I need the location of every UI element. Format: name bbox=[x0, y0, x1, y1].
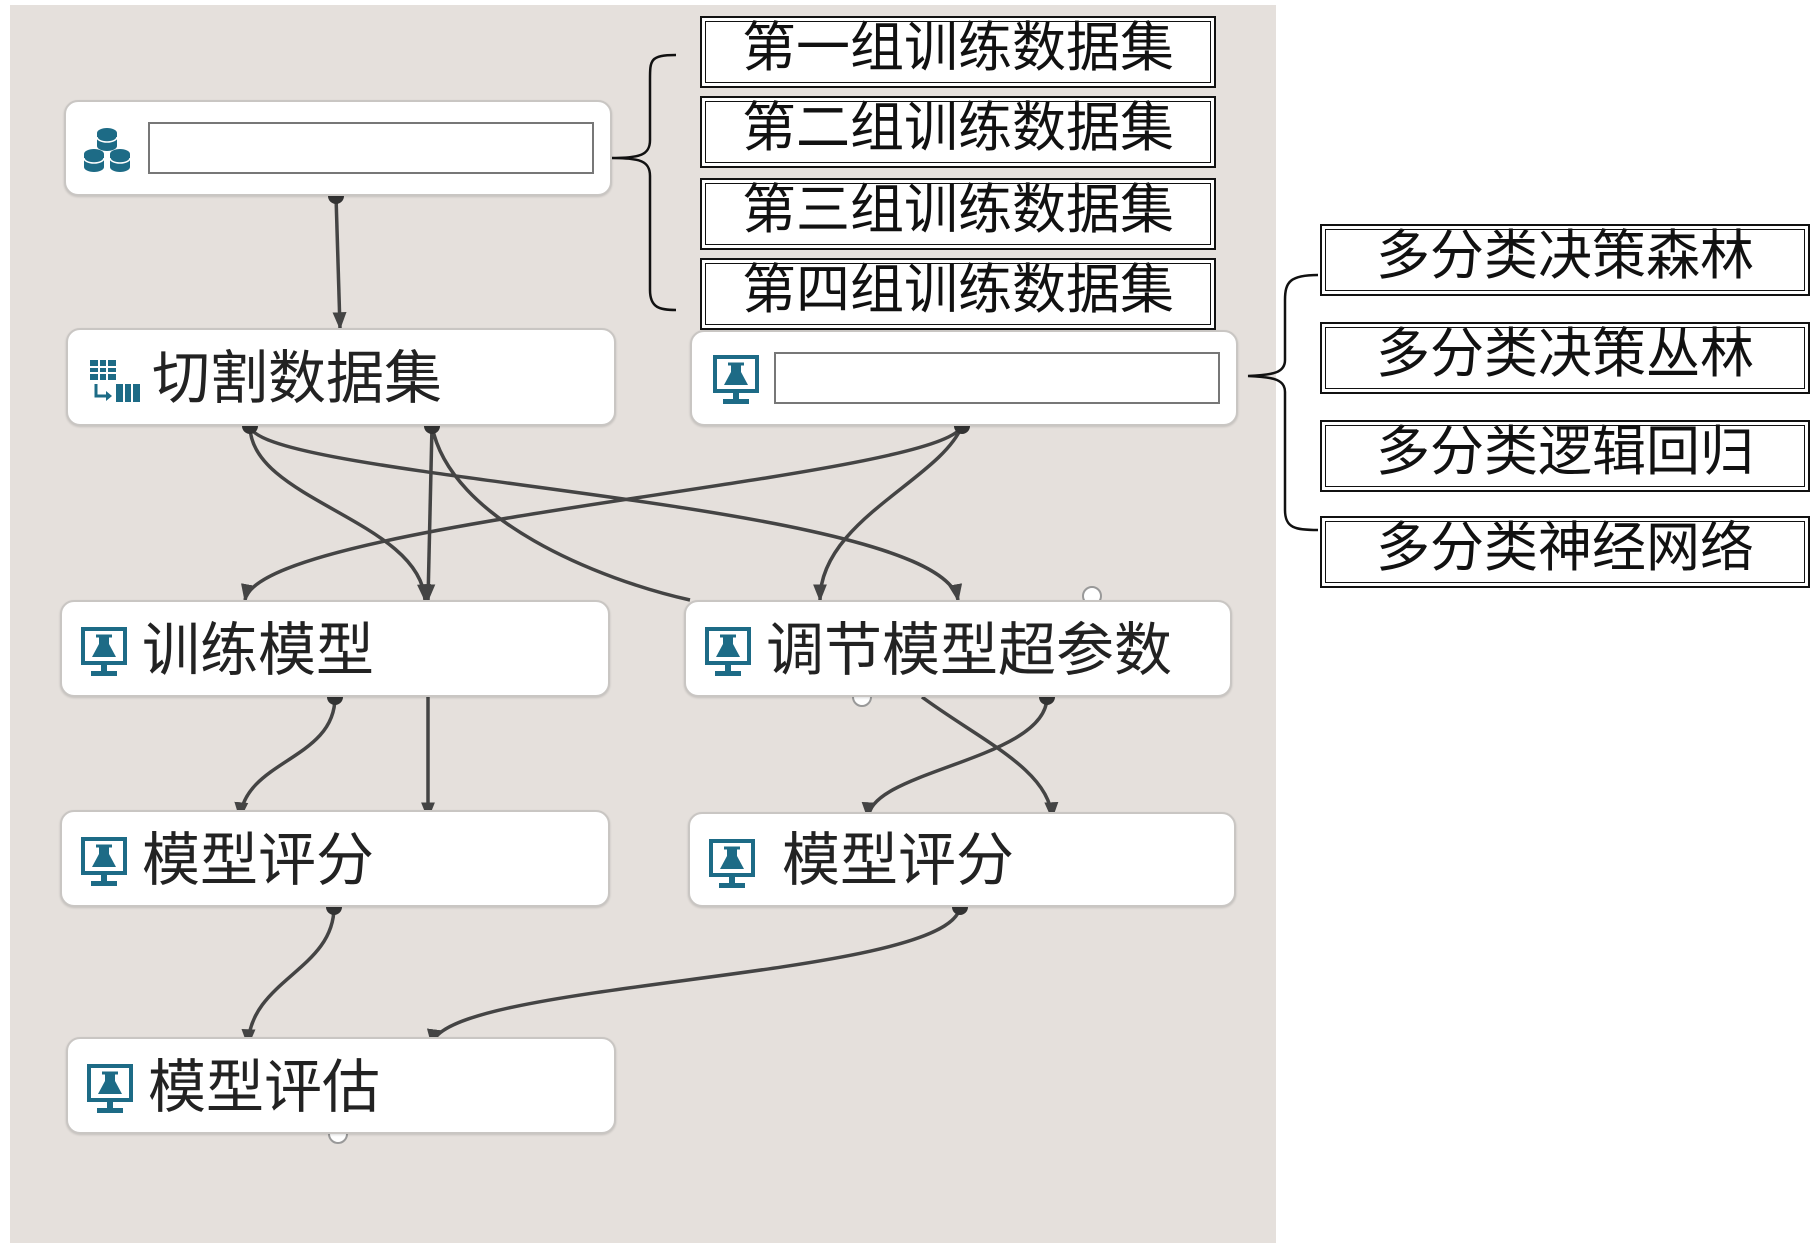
module-flask-icon bbox=[81, 627, 127, 676]
brace-datasets bbox=[611, 53, 677, 312]
split-data-label: 切割数据集 bbox=[152, 344, 443, 412]
brace-algorithms bbox=[1247, 273, 1319, 532]
module-flask-icon bbox=[87, 1064, 133, 1113]
tune-hyperparameters-label: 调节模型超参数 bbox=[766, 616, 1173, 684]
dataset-option-2: 第二组训练数据集 bbox=[700, 96, 1216, 168]
database-icon bbox=[83, 128, 131, 172]
algorithm-option-4: 多分类神经网络 bbox=[1320, 516, 1810, 588]
wire-tune-to-score-b bbox=[920, 695, 1059, 820]
wire-score-to-evaluate-b bbox=[427, 906, 962, 1047]
train-model-label: 训练模型 bbox=[142, 616, 375, 684]
wire-split-to-train-b bbox=[421, 425, 436, 602]
algorithm-option-2: 多分类决策丛林 bbox=[1320, 322, 1810, 394]
split-data-node[interactable]: 切割数据集 bbox=[66, 328, 616, 426]
dataset-node[interactable] bbox=[64, 100, 612, 196]
dataset-select-field[interactable] bbox=[148, 122, 594, 174]
module-flask-icon bbox=[81, 837, 127, 886]
dataset-option-4: 第四组训练数据集 bbox=[700, 258, 1216, 330]
module-flask-icon bbox=[709, 839, 755, 888]
wire-split-to-tune-b bbox=[430, 425, 691, 602]
score-model-label-left: 模型评分 bbox=[142, 826, 375, 894]
score-model-label-right: 模型评分 bbox=[782, 826, 1015, 894]
wire-train-to-score-a bbox=[234, 696, 337, 820]
evaluate-model-label: 模型评估 bbox=[148, 1053, 381, 1121]
algorithm-option-3: 多分类逻辑回归 bbox=[1320, 420, 1810, 492]
algorithm-node[interactable] bbox=[690, 330, 1238, 426]
wire-algorithm-to-train bbox=[241, 425, 964, 602]
module-flask-icon bbox=[705, 627, 751, 676]
split-data-icon bbox=[90, 360, 140, 402]
module-flask-icon bbox=[713, 355, 759, 404]
evaluate-model-node[interactable]: 模型评估 bbox=[66, 1037, 616, 1134]
dataset-option-3: 第三组训练数据集 bbox=[700, 178, 1216, 250]
wire-split-to-train-a bbox=[248, 425, 431, 602]
algorithm-select-field[interactable] bbox=[774, 352, 1220, 404]
score-model-node-right[interactable]: 模型评分 bbox=[688, 812, 1236, 907]
wire-algorithm-to-tune bbox=[813, 425, 964, 602]
score-model-node-left[interactable]: 模型评分 bbox=[60, 810, 610, 907]
wire-tune-to-score-a bbox=[861, 696, 1049, 820]
dataset-option-1: 第一组训练数据集 bbox=[700, 16, 1216, 88]
wire-split-to-tune-a bbox=[248, 425, 962, 602]
wire-score-to-evaluate-a bbox=[241, 906, 336, 1047]
train-model-node[interactable]: 训练模型 bbox=[60, 600, 610, 697]
tune-hyperparameters-node[interactable]: 调节模型超参数 bbox=[684, 600, 1232, 697]
wire-dataset-to-split bbox=[332, 195, 347, 330]
algorithm-option-1: 多分类决策森林 bbox=[1320, 224, 1810, 296]
